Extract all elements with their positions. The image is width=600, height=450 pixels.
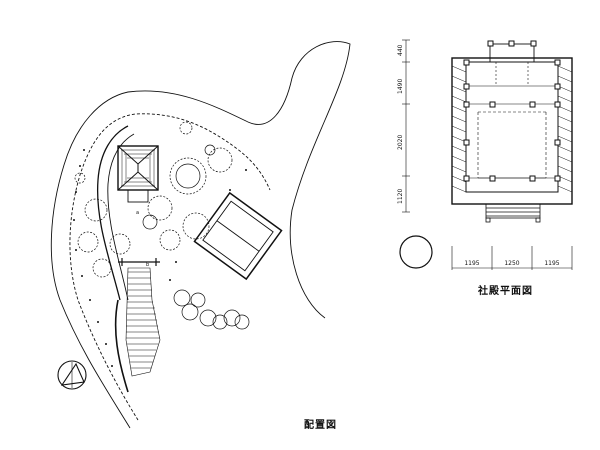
dim-v-2: 1490 [397,79,404,94]
veranda-outline [451,57,573,205]
columns [463,40,561,182]
site-label-b: b [146,262,149,268]
dim-v-3: 2020 [397,135,404,150]
interior-partitions [466,62,558,179]
approach-path-left [96,125,129,301]
trees [74,121,250,330]
site-plan-caption: 配置図 [304,420,337,431]
site-boundary-outer [50,41,351,429]
stairs [125,267,161,377]
shrine-floor-plan [399,39,573,270]
site-plan: a b [50,41,351,429]
dim-h-2: 1250 [504,260,519,267]
gate-marks [118,258,160,266]
front-steps [485,203,541,223]
vertical-dim-labels: 440 1490 2020 1120 [397,44,404,204]
approach-path-right [107,133,135,301]
dim-h-1: 1195 [464,260,479,267]
secondary-building [193,191,283,281]
horizontal-dimension [451,246,573,270]
site-label-a: a [136,210,139,216]
main-shrine-building [117,145,159,203]
shrine-plan-caption: 社殿平面図 [478,286,533,297]
shrub-dots [73,149,247,367]
site-boundary-inner [69,113,271,421]
dim-v-4: 1120 [397,189,404,204]
horizontal-dim-labels: 1195 1250 1195 [464,260,559,267]
main-hall-outline [465,61,559,193]
road-lower [114,299,129,393]
dim-v-1: 440 [397,44,404,56]
circle-symbol-icon [399,235,433,269]
north-arrow-icon [57,360,87,390]
dim-h-3: 1195 [544,260,559,267]
inner-sanctum [489,43,535,63]
vertical-dimension [402,39,410,213]
eave-hatching [451,65,573,193]
